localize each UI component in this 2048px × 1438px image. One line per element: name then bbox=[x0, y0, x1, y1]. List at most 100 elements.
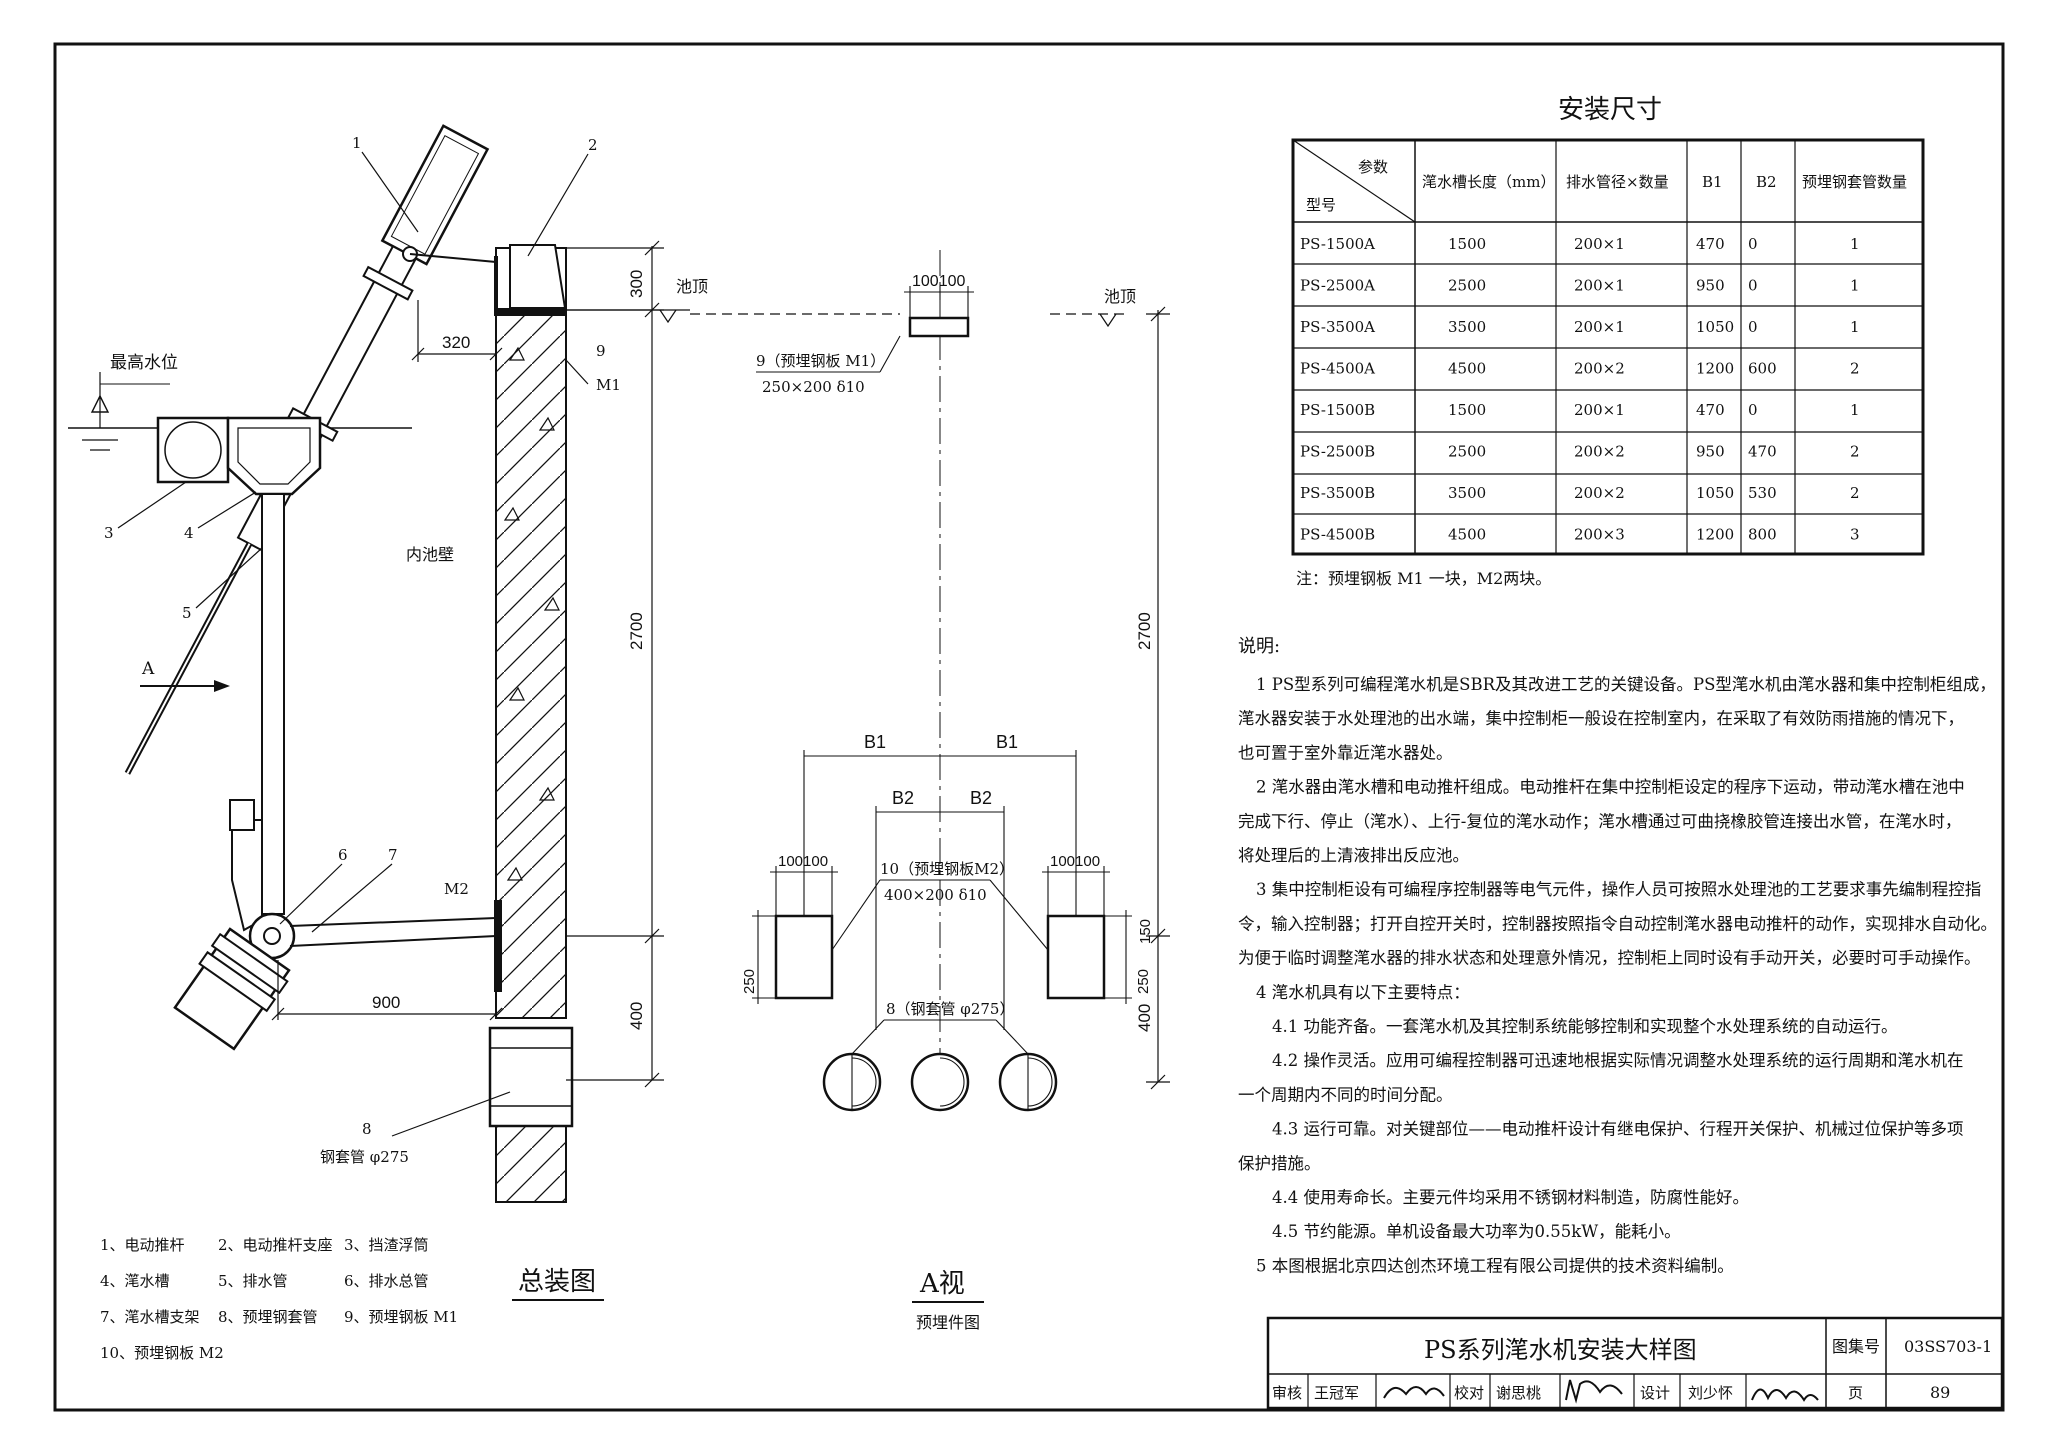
legend-item: 6、排水总管 bbox=[344, 1272, 429, 1290]
table-cell: 2500 bbox=[1448, 443, 1486, 461]
note-line: 为便于临时调整滗水器的排水状态和处理意外情况，控制柜上同时设有手动开关，必要时可… bbox=[1238, 949, 1981, 968]
callout-9: 9 bbox=[596, 342, 606, 360]
decant-trough bbox=[226, 416, 322, 496]
legend-item: 8、预埋钢套管 bbox=[218, 1308, 318, 1326]
table-cell: 1200 bbox=[1696, 526, 1734, 544]
table-cell: 200×1 bbox=[1574, 277, 1625, 295]
title-block: PS系列滗水机安装大样图 图集号 03SS703-1 审核 王冠军 校对 谢思桃… bbox=[1266, 1316, 2004, 1410]
a-view-caption: A视 bbox=[919, 1269, 965, 1299]
legend-item: 7、滗水槽支架 bbox=[100, 1308, 200, 1326]
note-line: 4.5 节约能源。单机设备最大功率为0.55kW，能耗小。 bbox=[1272, 1222, 1681, 1241]
callout-5: 5 bbox=[182, 604, 192, 622]
callout-4: 4 bbox=[184, 524, 194, 542]
table-cell: 0 bbox=[1748, 401, 1758, 419]
m2-height-left: 250 bbox=[741, 969, 758, 994]
a-view-subcaption: 预埋件图 bbox=[916, 1313, 980, 1332]
b1-left: B1 bbox=[864, 732, 886, 752]
a-view-dim-2700: 2700 bbox=[1135, 612, 1154, 650]
table-title: 安装尺寸 bbox=[1558, 95, 1662, 125]
table-model-cell: PS-4500A bbox=[1300, 360, 1375, 378]
notes-section: 说明: 1 PS型系列可编程滗水机是SBR及其改进工艺的关键设备。PS型滗水机由… bbox=[1238, 636, 1997, 1275]
table-header: 预埋钢套管数量 bbox=[1802, 173, 1907, 191]
sheet-border bbox=[53, 42, 2005, 1412]
table-cell: 1200 bbox=[1696, 360, 1734, 378]
note-line: 完成下行、停止（滗水）、上行-复位的滗水动作；滗水槽通过可曲挠橡胶管连接出水管，… bbox=[1238, 812, 1961, 831]
note-line: 4.1 功能齐备。一套滗水机及其控制系统能够控制和实现整个水处理系统的自动运行。 bbox=[1272, 1017, 1898, 1036]
plate-m1 bbox=[496, 308, 566, 316]
callout-1: 1 bbox=[352, 134, 362, 152]
notes-heading: 说明: bbox=[1238, 636, 1280, 657]
legend-item: 10、预埋钢板 M2 bbox=[100, 1344, 224, 1362]
table-cell: 1500 bbox=[1448, 235, 1486, 253]
note-line: 保护措施。 bbox=[1238, 1154, 1321, 1173]
install-dimension-table: 安装尺寸 参数 型号 滗水槽长度（mm） 排水管径×数量 B1 B2 预埋钢套管… bbox=[1291, 95, 1925, 588]
a-view-pool-top-label: 池顶 bbox=[1104, 287, 1136, 306]
table-cell: 2500 bbox=[1448, 277, 1486, 295]
table-cell: 1500 bbox=[1448, 401, 1486, 419]
table-cell: 200×1 bbox=[1574, 401, 1625, 419]
table-model-cell: PS-2500A bbox=[1300, 277, 1375, 295]
table-model-cell: PS-4500B bbox=[1300, 526, 1375, 544]
wall-label: 内池壁 bbox=[406, 545, 454, 564]
table-model-cell: PS-1500A bbox=[1300, 235, 1375, 253]
page-label: 页 bbox=[1848, 1384, 1863, 1402]
table-cell: 950 bbox=[1696, 443, 1725, 461]
callout-3: 3 bbox=[104, 524, 114, 542]
table-model-cell: PS-3500A bbox=[1300, 318, 1375, 336]
note-line: 1 PS型系列可编程滗水机是SBR及其改进工艺的关键设备。PS型滗水机由滗水器和… bbox=[1256, 675, 1996, 694]
plate-m1-size: 250×200 δ10 bbox=[762, 378, 865, 396]
note-line: 一个周期内不同的时间分配。 bbox=[1238, 1085, 1453, 1104]
parts-legend: 1、电动推杆 2、电动推杆支座 3、挡渣浮筒 4、滗水槽 5、排水管 6、排水总… bbox=[100, 1236, 458, 1362]
a-view-plate-m2-left bbox=[774, 914, 834, 1000]
callout-7: 7 bbox=[388, 846, 398, 864]
legend-item: 9、预埋钢板 M1 bbox=[344, 1308, 458, 1326]
design-label: 设计 bbox=[1640, 1384, 1670, 1402]
review-label: 审核 bbox=[1272, 1384, 1302, 1402]
table-cell: 3500 bbox=[1448, 484, 1486, 502]
table-cell: 1 bbox=[1850, 277, 1860, 295]
note-line: 5 本图根据北京四达创杰环境工程有限公司提供的技术资料编制。 bbox=[1256, 1256, 1734, 1275]
scum-float bbox=[156, 416, 230, 484]
reviewer-signature bbox=[1383, 1386, 1445, 1399]
dim-400: 400 bbox=[627, 1002, 646, 1030]
table-cell: 950 bbox=[1696, 277, 1725, 295]
callout-2: 2 bbox=[588, 136, 598, 154]
table-cell: 200×1 bbox=[1574, 235, 1625, 253]
legend-item: 3、挡渣浮筒 bbox=[344, 1236, 429, 1254]
b2-left: B2 bbox=[892, 788, 914, 808]
m2-label: M2 bbox=[444, 880, 469, 898]
table-cell: 800 bbox=[1748, 526, 1777, 544]
table-cell: 3 bbox=[1850, 526, 1860, 544]
table-cell: 2 bbox=[1850, 484, 1860, 502]
drain-pipe bbox=[261, 493, 285, 915]
sleeve-a-label: 8（钢套管 φ275） bbox=[886, 1000, 1014, 1018]
table-cell: 530 bbox=[1748, 484, 1777, 502]
a-view-dim-150: 150 bbox=[1137, 919, 1154, 944]
table-cell: 0 bbox=[1748, 235, 1758, 253]
table-cell: 1050 bbox=[1696, 484, 1734, 502]
note-line: 滗水器安装于水处理池的出水端，集中控制柜一般设在控制室内，在采取了有效防雨措施的… bbox=[1238, 709, 1964, 728]
plate-m2-size: 400×200 δ10 bbox=[884, 886, 987, 904]
plate-m1-label: 9（预埋钢板 M1） bbox=[756, 352, 885, 370]
m2-height-right: 250 bbox=[1135, 969, 1152, 994]
legend-item: 4、滗水槽 bbox=[100, 1272, 170, 1290]
atlas-label: 图集号 bbox=[1832, 1337, 1880, 1356]
table-cell: 1 bbox=[1850, 401, 1860, 419]
note-line: 4 滗水机具有以下主要特点： bbox=[1256, 983, 1470, 1002]
a-view-plate-m1 bbox=[908, 316, 970, 338]
table-cell: 200×2 bbox=[1574, 443, 1625, 461]
table-header: B2 bbox=[1756, 173, 1777, 191]
legend-item: 2、电动推杆支座 bbox=[218, 1236, 333, 1254]
a-view: 池顶 100100 9（预埋钢板 M1） 250×200 δ10 B1 B1 B… bbox=[690, 250, 1170, 1332]
a-view-dim-400: 400 bbox=[1135, 1004, 1154, 1032]
table-note: 注：预埋钢板 M1 一块，M2两块。 bbox=[1296, 569, 1551, 588]
check-label: 校对 bbox=[1454, 1384, 1484, 1402]
dim-320: 320 bbox=[442, 333, 470, 352]
steel-sleeve bbox=[488, 1026, 574, 1128]
note-line: 将处理后的上清液排出反应池。 bbox=[1238, 846, 1469, 865]
b1-right: B1 bbox=[996, 732, 1018, 752]
reviewer-name: 王冠军 bbox=[1314, 1384, 1359, 1402]
callout-8: 8 bbox=[362, 1120, 372, 1138]
sleeve-label: 钢套管 φ275 bbox=[320, 1148, 409, 1166]
table-cell: 200×2 bbox=[1574, 484, 1625, 502]
